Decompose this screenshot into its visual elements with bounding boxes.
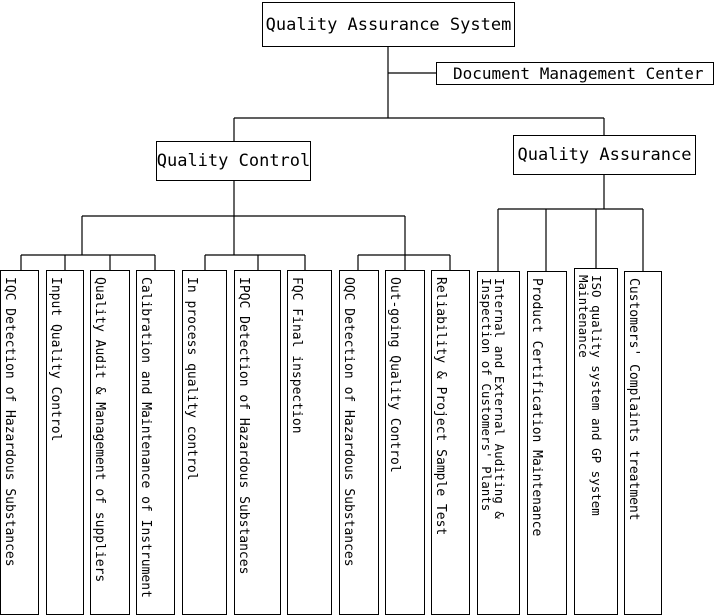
leaf-in-process-quality: In process quality control xyxy=(182,270,227,615)
leaf-label: OQC Detection of Hazardous Substances xyxy=(341,277,356,567)
leaf-label: Out-going Quality Control xyxy=(387,277,402,473)
leaf-product-certification: Product Certification Maintenance xyxy=(527,271,567,615)
leaf-label: Reliability & Project Sample Test xyxy=(433,277,448,536)
document-center-box: Document Management Center xyxy=(436,62,714,85)
leaf-internal-external-auditing: Internal and External Auditing & Inspect… xyxy=(477,271,520,615)
leaf-label: ISO quality system and GP system Mainten… xyxy=(576,275,604,516)
leaf-label: Internal and External Auditing & Inspect… xyxy=(479,278,507,519)
leaf-complaints-treatment: Customers' Complaints treatment xyxy=(624,271,662,615)
quality-assurance-box: Quality Assurance xyxy=(513,135,696,175)
leaf-iso-gp-maintenance: ISO quality system and GP system Mainten… xyxy=(574,268,618,615)
leaf-calibration-maintenance: Calibration and Maintenance of Instrumen… xyxy=(136,270,175,615)
document-center-text: Document Management Center xyxy=(453,64,704,83)
leaf-label: IPQC Detection of Hazardous Substances xyxy=(236,277,251,575)
leaf-ipqc-hazardous: IPQC Detection of Hazardous Substances xyxy=(234,270,281,615)
leaf-out-going-quality: Out-going Quality Control xyxy=(385,270,425,615)
leaf-label: Quality Audit & Management of suppliers xyxy=(92,277,107,583)
leaf-reliability-sample-test: Reliability & Project Sample Test xyxy=(431,270,470,615)
leaf-label: Customers' Complaints treatment xyxy=(626,278,641,521)
leaf-iqc-hazardous: IQC Detection of Hazardous Substances xyxy=(0,270,39,615)
leaf-label: Product Certification Maintenance xyxy=(529,278,544,537)
quality-assurance-text: Quality Assurance xyxy=(517,145,692,165)
leaf-label: In process quality control xyxy=(184,277,199,481)
quality-control-box: Quality Control xyxy=(156,141,311,181)
title-text: Quality Assurance System xyxy=(265,14,512,35)
title-box: Quality Assurance System xyxy=(262,2,515,47)
leaf-quality-audit-suppliers: Quality Audit & Management of suppliers xyxy=(90,270,130,615)
leaf-label: Calibration and Maintenance of Instrumen… xyxy=(138,277,153,598)
quality-control-text: Quality Control xyxy=(156,151,311,171)
leaf-oqc-hazardous: OQC Detection of Hazardous Substances xyxy=(339,270,379,615)
leaf-label: Input Quality Control xyxy=(48,277,63,442)
leaf-label: IQC Detection of Hazardous Substances xyxy=(2,277,17,567)
leaf-fqc-final-inspection: FQC Final inspection xyxy=(287,270,332,615)
leaf-input-quality-control: Input Quality Control xyxy=(46,270,84,615)
leaf-label: FQC Final inspection xyxy=(289,277,304,434)
